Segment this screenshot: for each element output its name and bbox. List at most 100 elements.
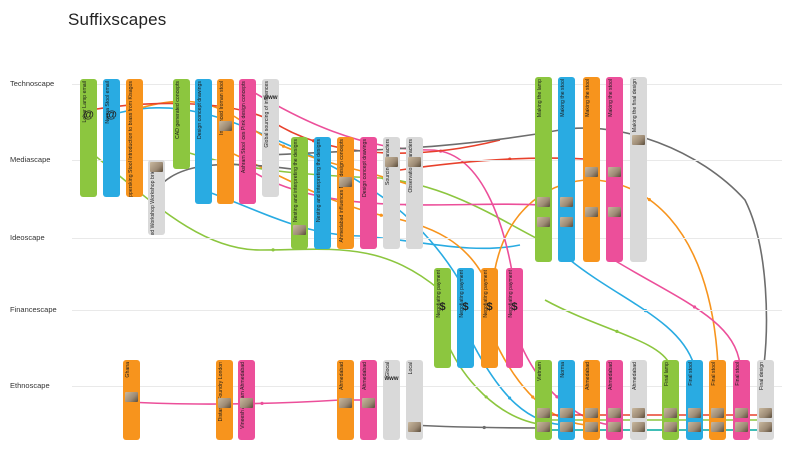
card-final-stool: Final stool [686, 360, 703, 440]
card-label: Vineesh Ashram Ahmedabad [239, 362, 246, 429]
card-label: Ahmedabad [631, 362, 638, 390]
card-nerma-stool: Nerma Stool email@ [103, 79, 120, 197]
photo-thumbnail [408, 422, 421, 432]
photo-thumbnail [608, 167, 621, 177]
photo-thumbnail [560, 197, 573, 207]
flow-line-blue [465, 329, 569, 426]
card-making-the-lamp: Making the lamp [535, 77, 552, 262]
card-ahmedabad: Ahmedabad [337, 360, 354, 440]
card-label: Ashram Stool [240, 142, 247, 174]
card-label: Final design [758, 362, 765, 390]
flow-arrow-marker [271, 248, 275, 252]
photo-thumbnail [560, 422, 573, 432]
scape-label-ethno: Ethnoscape [10, 381, 50, 390]
dollar-icon: $ [462, 301, 469, 313]
card-final-design: Final design [757, 360, 774, 440]
photo-thumbnail [560, 217, 573, 227]
card-nesting-and-interpreting: Nesting and interpreting the designs [291, 137, 308, 249]
photo-thumbnail [632, 135, 645, 145]
photo-thumbnail [632, 422, 645, 432]
card-final-stool: Final stool [733, 360, 750, 440]
photo-thumbnail [585, 408, 598, 418]
card-label: Final lamp [663, 362, 670, 386]
card-label: Final stool [687, 362, 694, 386]
card-final-lamp: Final lamp [662, 360, 679, 440]
card-label: Local [407, 362, 414, 375]
photo-thumbnail [218, 398, 231, 408]
card-ahmedabad: Ahmedabad [360, 360, 377, 440]
card-local: Local [406, 360, 423, 440]
dollar-icon: $ [439, 301, 446, 313]
flow-arrow-marker [555, 395, 559, 399]
photo-thumbnail [537, 408, 550, 418]
card-design-concept-drawings: Design concept drawings [195, 79, 212, 204]
dollar-icon: $ [511, 301, 518, 313]
photo-thumbnail [759, 422, 772, 432]
flow-arrow-marker [379, 213, 383, 217]
flow-arrow-marker [484, 395, 488, 399]
photo-thumbnail [608, 207, 621, 217]
card-ashram-stool: Ashram Stool [239, 140, 256, 204]
photo-thumbnail [385, 157, 398, 167]
card-ahmedabad: Ahmedabad [606, 360, 623, 440]
card-label: Final stool [710, 362, 717, 386]
photo-thumbnail [632, 408, 645, 418]
card-cad-generated-concepts: CAD generated concepts [173, 79, 190, 169]
photo-thumbnail [585, 422, 598, 432]
card-translocated-workshop: Translocated Workshop Workshop briefing [148, 160, 165, 235]
card-sourcing-characters: Sourcing characters [383, 137, 400, 249]
scape-label-ideo: Ideoscape [10, 233, 45, 242]
card-making-the-final: Making the final design [630, 77, 647, 262]
card-making-the-stool: Making the stool [558, 77, 575, 262]
flow-line-green [544, 299, 671, 366]
card-nesting-and-interpreting: Nesting and interpreting the designs [314, 137, 331, 249]
card-label: Design concept drawings [361, 139, 368, 197]
card-influenced: Influenced Iroman stool [217, 79, 234, 204]
card-vietnam: Vietnam [535, 360, 552, 440]
photo-thumbnail [339, 398, 352, 408]
photo-thumbnail [608, 408, 621, 418]
photo-thumbnail [664, 422, 677, 432]
card-making-the-stool: Making the stool [583, 77, 600, 262]
card-label: Vietnam [536, 362, 543, 381]
card-label: Making the stool [559, 79, 566, 117]
scape-guide-techno [72, 84, 782, 85]
card-label: Coppersking Stool Introduction to brass … [127, 81, 134, 197]
card-label: Making the lamp [536, 79, 543, 118]
card-label: Ahmedabad [607, 362, 614, 390]
diagram-title: Suffixscapes [68, 10, 167, 29]
web-icon: www [263, 95, 278, 101]
photo-thumbnail [585, 167, 598, 177]
photo-thumbnail [408, 157, 421, 167]
card-negotiating: Negotiating payment$ [434, 268, 451, 368]
card-norma: Norma [558, 360, 575, 440]
scape-guide-media [72, 160, 782, 161]
card-label: Translocated Workshop Workshop briefing [149, 162, 156, 235]
flow-line-green [87, 149, 441, 291]
card-ahmedabad-influences: Ahmedabad influences New design concepts [337, 137, 354, 249]
flow-arrow-marker [615, 329, 619, 333]
flow-line-red [399, 157, 601, 171]
photo-thumbnail [537, 197, 550, 207]
dollar-icon: $ [486, 301, 493, 313]
scape-guide-ideo [72, 238, 782, 239]
photo-thumbnail [219, 121, 232, 131]
web-icon: www [384, 376, 399, 382]
email-icon: @ [106, 109, 117, 121]
card-label: Making the final design [631, 79, 638, 133]
flow-arrow-marker [692, 305, 697, 309]
card-label: Norma [559, 362, 566, 378]
scape-guide-ethno [72, 386, 782, 387]
scape-label-techno: Technoscape [10, 79, 55, 88]
card-label: Global sourcing of influences [263, 81, 270, 148]
card-design-concept: Design concept drawings [360, 137, 377, 249]
card-observation-characters: Observation characters [406, 137, 423, 249]
card-label: Design concept drawings [196, 81, 203, 139]
flow-arrow-marker [647, 197, 651, 202]
card-label: Final stool [734, 362, 741, 386]
photo-thumbnail [688, 408, 701, 418]
card-negotiating: Negotiating payment$ [506, 268, 523, 368]
